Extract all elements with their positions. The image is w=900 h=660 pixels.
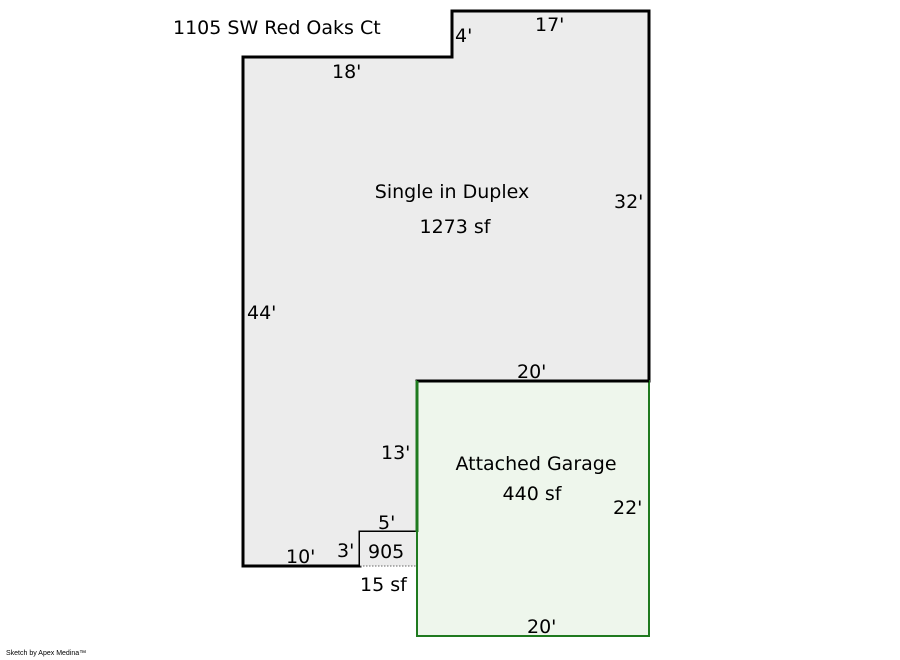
garage-rect [416, 380, 650, 637]
dim-notch-side: 3' [337, 540, 354, 562]
living-area-size: 1273 sf [420, 216, 492, 238]
dim-bottom-left: 10' [286, 546, 315, 568]
small-area-rect [360, 532, 417, 566]
living-area-name: Single in Duplex [375, 181, 529, 203]
dim-left: 44' [247, 302, 276, 324]
dim-garage-right: 22' [613, 497, 642, 519]
property-address: 1105 SW Red Oaks Ct [173, 17, 381, 39]
sketch-credit: Sketch by Apex Medina™ [6, 650, 87, 657]
dim-top-left: 18' [332, 61, 361, 83]
garage-name: Attached Garage [455, 453, 616, 475]
dim-garage-top: 20' [517, 361, 546, 383]
garage-size: 440 sf [503, 483, 563, 505]
dim-inner-vertical: 13' [381, 442, 410, 464]
dim-garage-bottom: 20' [527, 616, 556, 638]
small-area-size: 15 sf [360, 574, 408, 596]
dim-step: 4' [455, 25, 472, 47]
dim-notch-top: 5' [378, 512, 395, 534]
small-area-name: 905 [368, 541, 404, 563]
dim-top-right: 17' [535, 14, 564, 36]
dim-right: 32' [614, 191, 643, 213]
